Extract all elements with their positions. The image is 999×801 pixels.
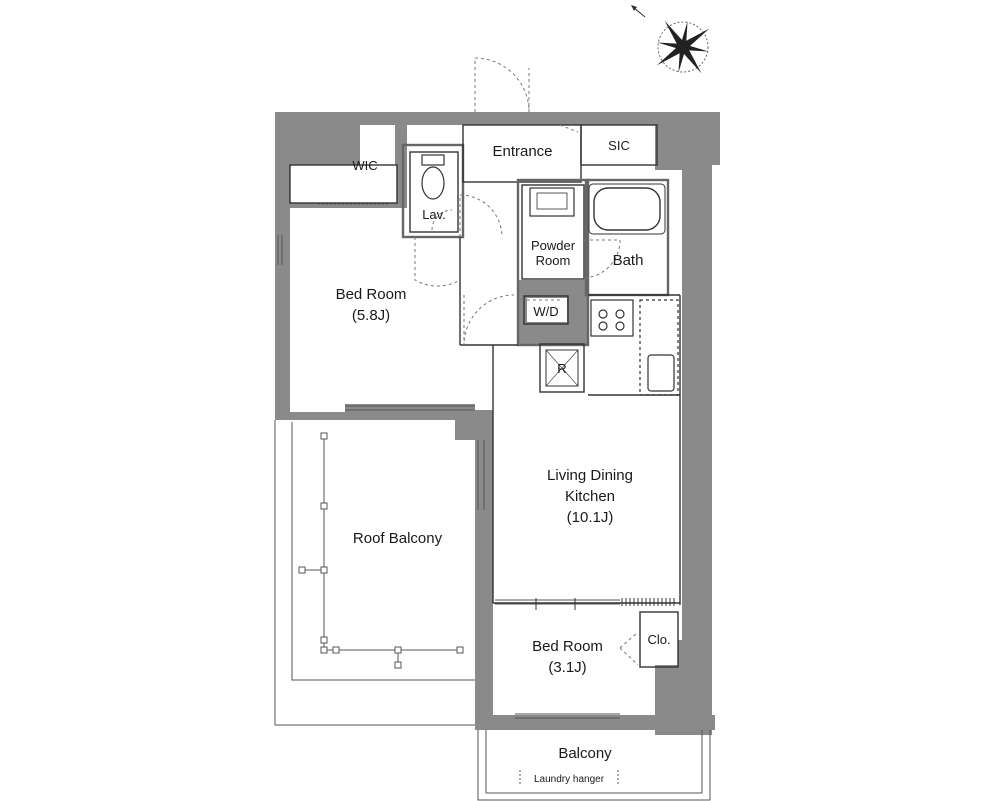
wic-label: WIC	[352, 158, 378, 173]
roof-balcony-markers	[298, 432, 464, 669]
bed-room-1-name: Bed Room	[335, 286, 407, 303]
closet-label: Clo.	[647, 632, 671, 647]
toilet-icon	[421, 154, 445, 200]
bed-room-2-name: Bed Room	[532, 638, 603, 655]
refrigerator-label: R	[557, 361, 567, 376]
windows	[277, 203, 620, 719]
compass-rose-icon	[631, 5, 710, 74]
sink-icon	[647, 354, 675, 392]
ldk-label-line2: Kitchen	[564, 488, 616, 505]
sic-label: SIC	[608, 138, 630, 153]
wd-label: W/D	[533, 304, 559, 319]
roof-balcony-area	[274, 420, 475, 726]
kitchen-counter	[590, 299, 679, 396]
bed-room-1-size: (5.8J)	[351, 307, 391, 324]
balcony-label: Balcony	[558, 745, 612, 762]
laundry-hanger-label: Laundry hanger	[533, 774, 605, 785]
bed-room-2-size: (3.1J)	[548, 659, 587, 676]
lav-label: Lav.	[422, 207, 446, 222]
sliding-door-ticks	[535, 598, 675, 610]
bed-room-2-label: Bed Room (3.1J)	[505, 638, 630, 677]
door-swings	[414, 57, 639, 666]
bath-label: Bath	[612, 252, 644, 269]
ldk-size: (10.1J)	[566, 509, 614, 526]
roof-balcony-label: Roof Balcony	[352, 530, 443, 547]
entrance-label: Entrance	[492, 143, 553, 160]
ldk-label: Living Dining Kitchen (10.1J)	[515, 467, 665, 527]
rooms	[290, 125, 680, 715]
powder-room-label-line2: Room	[535, 253, 571, 268]
stove-icon	[598, 309, 625, 331]
powder-room-label: Powder Room	[522, 238, 584, 268]
powder-room-label-line1: Powder	[530, 238, 576, 253]
bathtub-icon	[593, 187, 661, 231]
room-outlines	[289, 124, 681, 668]
balcony-area	[477, 730, 711, 801]
vanity-icon	[529, 187, 575, 217]
ldk-label-line1: Living Dining	[547, 467, 633, 484]
bed-room-1-label: Bed Room (5.8J)	[306, 286, 436, 325]
